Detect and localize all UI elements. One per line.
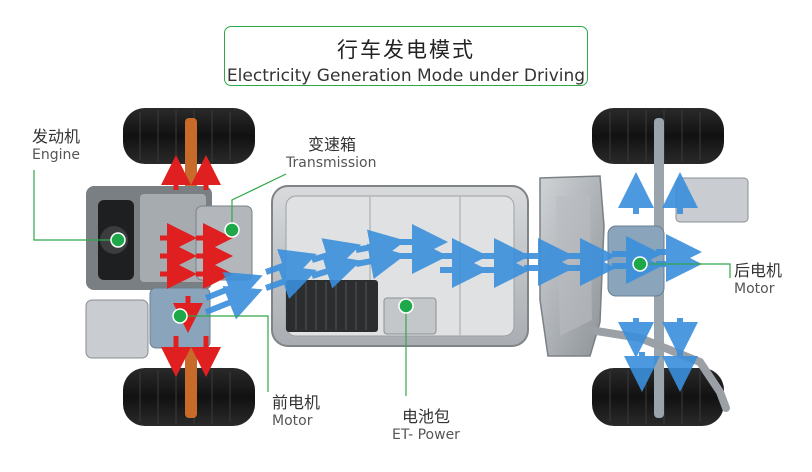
engine-label-en: Engine xyxy=(32,147,80,163)
battery-label-en: ET- Power xyxy=(392,427,460,443)
transmission-label-cn: 变速箱 xyxy=(307,135,356,154)
front-motor-label-cn: 前电机 xyxy=(272,393,321,412)
engine-label-cn: 发动机 xyxy=(32,127,81,146)
engine-marker xyxy=(110,232,126,248)
front-motor-label-en: Motor xyxy=(272,413,313,429)
title-cn: 行车发电模式 xyxy=(337,38,475,62)
rear-motor-marker xyxy=(632,256,648,272)
front-motor-marker xyxy=(172,308,188,324)
front-motor-label: 前电机 Motor xyxy=(272,394,320,430)
transmission-label-en: Transmission xyxy=(286,155,377,171)
engine-label: 发动机 Engine xyxy=(32,128,80,164)
transmission-marker xyxy=(224,222,240,238)
rear-motor-label: 后电机 Motor xyxy=(734,262,782,298)
battery-label-cn: 电池包 xyxy=(401,407,450,426)
engine-flow-arrows xyxy=(160,155,233,377)
battery-marker xyxy=(398,298,414,314)
leader-lines xyxy=(33,170,731,396)
rear-motor-label-cn: 后电机 xyxy=(734,261,783,280)
front-motor-unit xyxy=(85,287,211,359)
title-box: 行车发电模式 Electricity Generation Mode under… xyxy=(224,26,588,86)
title-en: Electricity Generation Mode under Drivin… xyxy=(226,66,586,86)
rear-motor-label-en: Motor xyxy=(734,281,775,297)
transmission-unit xyxy=(195,205,253,281)
transmission-label: 变速箱 Transmission xyxy=(286,136,378,172)
component-markers xyxy=(110,222,648,324)
engine-block xyxy=(86,186,212,290)
electric-flow-arrows xyxy=(204,172,702,392)
battery-pack xyxy=(271,185,529,347)
battery-label: 电池包 ET- Power xyxy=(392,408,460,444)
